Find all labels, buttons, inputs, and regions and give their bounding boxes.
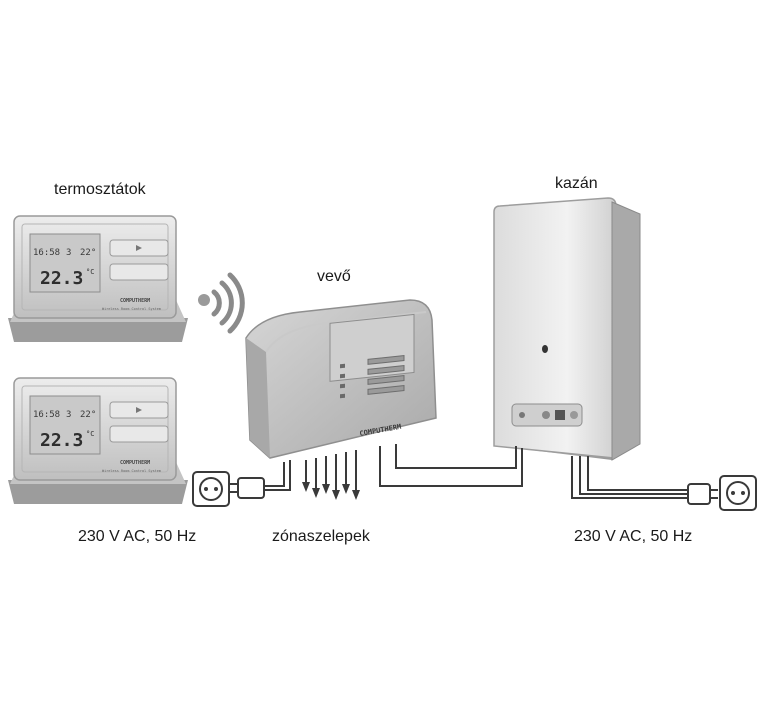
power-socket-right-icon bbox=[719, 475, 757, 511]
thermostat-2: 16:58 3 22° 22.3 °C COMPUTHERM Wireless … bbox=[8, 377, 188, 504]
t2-temperature: 22.3 bbox=[40, 430, 83, 451]
receiver-label: vevő bbox=[317, 268, 351, 285]
t2-unit: °C bbox=[86, 430, 94, 438]
t2-day: 3 bbox=[66, 410, 71, 420]
t2-model: Wireless Room Control System bbox=[102, 469, 161, 473]
boiler-label: kazán bbox=[555, 175, 598, 192]
power-plug-left-icon bbox=[230, 477, 265, 499]
t1-day: 3 bbox=[66, 248, 71, 258]
t2-brand: COMPUTHERM bbox=[120, 460, 150, 466]
wiring bbox=[264, 444, 688, 499]
t1-unit: °C bbox=[86, 268, 94, 276]
boiler-unit bbox=[493, 197, 641, 461]
t1-setpoint: 22° bbox=[80, 248, 96, 258]
t2-arrow-icon bbox=[136, 407, 142, 413]
zone-valves-label: zónaszelepek bbox=[272, 528, 370, 545]
t1-arrow-icon bbox=[136, 245, 142, 251]
zone-valve-arrows bbox=[302, 482, 360, 500]
t1-temperature: 22.3 bbox=[40, 268, 83, 289]
t1-down-button[interactable] bbox=[109, 263, 169, 281]
wireless-signal-icon bbox=[198, 272, 245, 334]
t1-model: Wireless Room Control System bbox=[102, 307, 161, 311]
t1-brand: COMPUTHERM bbox=[120, 298, 150, 304]
power-plug-right-icon bbox=[687, 483, 718, 505]
thermostat-1: 16:58 3 22° 22.3 °C COMPUTHERM Wireless … bbox=[8, 215, 188, 342]
power-label-left: 230 V AC, 50 Hz bbox=[78, 528, 197, 545]
power-label-right: 230 V AC, 50 Hz bbox=[574, 528, 693, 545]
t1-time: 16:58 bbox=[33, 248, 60, 258]
thermostats-label: termosztátok bbox=[54, 181, 146, 198]
t2-down-button[interactable] bbox=[109, 425, 169, 443]
power-socket-left-icon bbox=[192, 471, 230, 507]
receiver-unit: COMPUTHERM bbox=[245, 299, 437, 459]
t2-setpoint: 22° bbox=[80, 410, 96, 420]
t2-time: 16:58 bbox=[33, 410, 60, 420]
